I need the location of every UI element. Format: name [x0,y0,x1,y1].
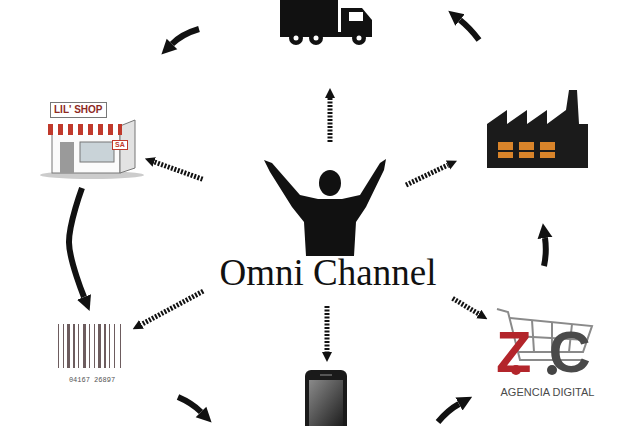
cycle-arrow [178,397,201,412]
barcode-bar [67,324,70,368]
shop-icon [53,124,58,135]
barcode-bar [120,324,121,368]
barcode-bar [109,324,110,368]
truck-icon [280,0,338,34]
phone-icon [305,370,347,426]
radial-arrow [327,98,448,352]
factory-icon [519,142,534,150]
radial-arrow [406,165,448,185]
shop-icon [80,142,114,162]
barcode-bar [89,324,90,368]
flow-arrow [154,162,202,179]
shop-icon [103,124,108,135]
phone-icon [309,380,343,426]
logo-tagline: AGENCIA DIGITAL [501,386,595,398]
truck-icon [280,0,372,45]
person-figure [264,159,386,256]
barcode-bar [78,324,79,368]
barcode-number: 04167 26897 [68,376,116,384]
flow-arrow [453,298,479,314]
barcode-bar [114,324,115,368]
shop-icon [48,124,122,135]
barcode-node: 04167 26897 [54,318,130,384]
logo-letter: Z [496,323,540,381]
factory-icon [487,90,588,168]
factory-icon [519,152,534,158]
connector-layer [69,162,479,324]
cycle-arrow [544,238,546,266]
phone-icon [305,370,347,426]
shop-icon [63,124,68,135]
truck-icon [357,36,362,41]
truck-icon [349,12,363,21]
barcode-bar [94,324,95,368]
hub-label: Omni Channel [220,253,437,294]
truck-icon [289,31,303,45]
factory-icon [540,152,555,158]
factory-icon [487,90,588,168]
flow-arrow [141,291,203,324]
barcode-bar [98,324,101,368]
radial-arrow [325,306,330,352]
shop-icon [83,124,88,135]
cycle-arrow [172,20,546,422]
shop-icon [60,142,74,173]
cycle-arrow [438,404,459,422]
logo-letter: C [549,323,599,381]
barcode-bar [104,324,106,368]
factory-icon [498,142,513,150]
person-figure [319,170,341,196]
person-figure [264,159,386,256]
cycle-arrow [172,29,199,44]
factory-icon [498,152,513,158]
shop-icon [113,124,118,135]
shop-icon [40,120,144,179]
shop-icon [73,124,78,135]
flow-arrow [69,188,84,297]
logo-node: ZC AGENCIA DIGITAL [490,305,605,405]
barcode-bar [73,324,75,368]
barcode-bar [58,324,59,368]
radial-arrow [328,98,333,142]
cycle-arrow [460,20,479,40]
hub-node: Omni Channel [212,150,444,298]
shop-icon [93,124,98,135]
truck-icon [314,36,319,41]
barcode-bar [83,324,86,368]
shop-node: LIL' SHOP SA [38,96,142,182]
barcode-icon [58,324,121,368]
factory-icon [540,142,555,150]
phone-icon [320,374,332,376]
truck-icon [309,31,323,45]
shop-sign: LIL' SHOP [50,102,107,118]
sale-sign: SA [112,140,128,150]
barcode-bar [63,324,64,368]
truck-icon [294,36,299,41]
truck-icon [352,31,366,45]
